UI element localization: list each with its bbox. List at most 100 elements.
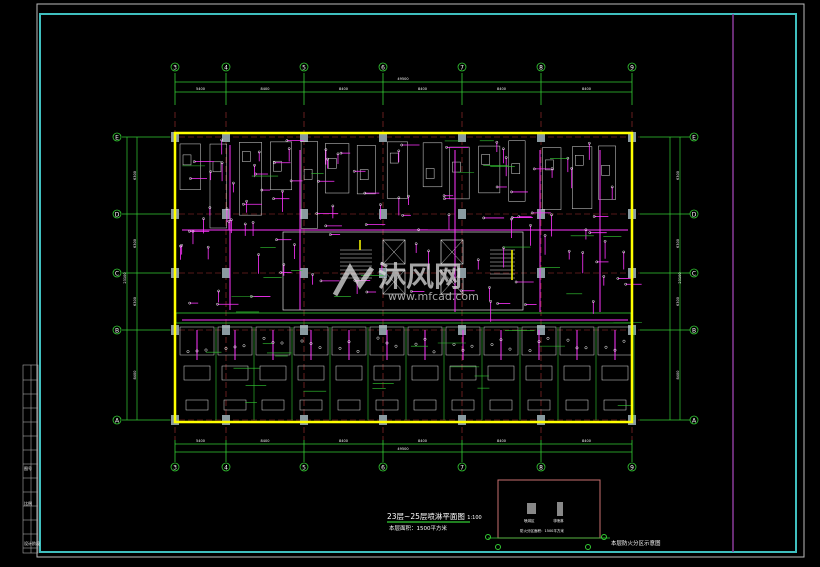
sprinkler-head	[461, 348, 465, 352]
sofa	[185, 399, 209, 411]
sprinkler-head	[584, 346, 588, 350]
structural-column	[537, 132, 545, 142]
sprinkler-head	[584, 228, 588, 232]
sprinkler-head	[407, 194, 410, 198]
sprinkler-head	[339, 151, 343, 155]
sprinkler-head	[443, 197, 446, 201]
column-axis-bubble	[378, 62, 388, 72]
sprinkler-head	[427, 249, 430, 253]
structural-column	[222, 325, 230, 335]
sprinkler-head	[331, 204, 335, 208]
sprinkler-head	[490, 343, 494, 347]
column-axis-bubble	[457, 462, 467, 472]
sprinkler-head	[363, 191, 367, 195]
drawing-frame	[39, 13, 797, 553]
total-row-dimension: 23100	[678, 272, 682, 283]
bed	[373, 365, 401, 381]
watermark-logo	[332, 262, 375, 297]
sprinkler-head	[495, 140, 499, 144]
column-dimension: 8400	[339, 439, 348, 443]
row-axis-bubble	[112, 415, 122, 425]
sprinkler-head	[204, 348, 208, 352]
sprinkler-head	[192, 160, 196, 163]
sprinkler-head	[401, 213, 404, 217]
sprinkler-head	[530, 211, 534, 215]
sprinkler-head	[352, 169, 356, 173]
sprinkler-head	[287, 147, 291, 151]
sprinkler-head	[191, 229, 195, 233]
title-block-cell: 设计阶段	[24, 540, 40, 546]
row-axis-label: D	[692, 211, 697, 218]
sprinkler-head	[216, 302, 219, 306]
sprinkler-head	[622, 250, 626, 254]
sofa	[565, 399, 589, 411]
row-dimension: 8400	[676, 371, 680, 380]
sprinkler-head	[180, 243, 184, 247]
sprinkler-head	[550, 213, 553, 217]
column-axis-label: 7	[460, 64, 464, 71]
sprinkler-head	[251, 221, 255, 224]
outer-border	[36, 3, 805, 558]
furniture	[481, 154, 490, 165]
row-axis-label: B	[692, 327, 696, 334]
fire-zone-inset: 喷淋区 非喷淋 防火分区面积：1500平方米	[485, 479, 610, 550]
row-axis-bubble	[112, 268, 122, 278]
sprinkler-head	[482, 216, 486, 220]
column-dimension: 8400	[418, 87, 427, 91]
building-outline	[173, 131, 634, 424]
structural-column	[458, 209, 466, 219]
furniture	[212, 161, 222, 173]
sprinkler-head	[502, 147, 505, 151]
structural-column	[222, 209, 230, 219]
sofa	[489, 399, 513, 411]
column-axis-label: 6	[381, 464, 385, 471]
structural-column	[300, 268, 308, 278]
room	[572, 146, 593, 209]
sprinkler-head	[376, 336, 380, 340]
sprinkler-head	[591, 300, 595, 303]
sprinkler-head	[242, 202, 245, 206]
area-note: 本层面积：1500平方米	[389, 524, 447, 532]
corridor	[175, 312, 632, 324]
row-axis-label: E	[692, 134, 696, 141]
row-dimension: 6300	[676, 297, 680, 306]
sprinkler-head	[622, 339, 626, 343]
room	[209, 143, 227, 229]
sprinkler-head	[459, 289, 463, 293]
row-axis-bubble	[689, 132, 699, 142]
sprinkler-head	[232, 181, 235, 185]
furniture	[389, 152, 399, 164]
legend-sprinkler: 喷淋区	[524, 518, 535, 523]
sprinkler-head	[380, 261, 384, 265]
sprinkler-head	[285, 139, 289, 142]
furniture	[303, 169, 313, 180]
column-axis-label: 8	[539, 464, 543, 471]
sprinkler-head	[610, 185, 614, 189]
sprinkler-head	[570, 167, 574, 170]
column-axis-bubble	[221, 462, 231, 472]
sofa	[413, 399, 437, 411]
column-axis-bubble	[627, 62, 637, 72]
legend-non-sprinkler: 非喷淋	[553, 518, 564, 523]
row-dimension: 6300	[133, 297, 137, 306]
sprinkler-head	[188, 301, 192, 305]
sprinkler-head	[397, 196, 401, 200]
sprinkler-head	[289, 179, 293, 183]
watermark-url: www.mfcad.com	[388, 290, 479, 303]
sprinkler-head	[496, 302, 499, 305]
column-dimension: 8400	[497, 87, 506, 91]
total-dimension: 49500	[397, 447, 408, 451]
column-axis-bubble	[170, 62, 180, 72]
row-axis-bubble	[689, 209, 699, 219]
sprinkler-head	[495, 185, 499, 189]
sprinkler-zone-swatch	[527, 503, 536, 514]
structural-column	[537, 268, 545, 278]
row-axis-bubble	[689, 325, 699, 335]
sprinkler-head	[567, 249, 571, 253]
sprinkler-head	[326, 157, 329, 161]
sprinkler-head	[206, 245, 210, 249]
bed	[183, 365, 211, 381]
row-axis-label: C	[692, 270, 696, 277]
